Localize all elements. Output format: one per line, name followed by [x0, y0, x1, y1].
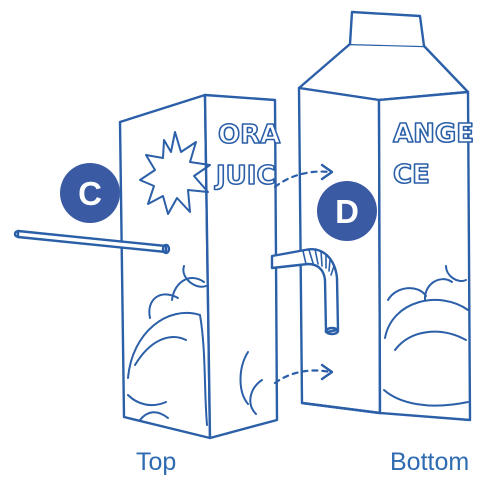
marker-d: D [317, 181, 377, 241]
top-carton-label-line1: ORA [218, 120, 280, 150]
top-carton-front-face [120, 95, 210, 438]
bottom-carton-fin [350, 12, 424, 46]
bottom-carton-label-line1: ANGE [393, 119, 474, 149]
top-carton: ORA JUIC [120, 95, 280, 438]
marker-c-label: C [78, 175, 102, 212]
top-carton-label-line2: JUIC [214, 161, 276, 191]
marker-d-label: D [335, 193, 359, 230]
marker-c: C [60, 163, 120, 223]
bottom-carton-label-line2: CE [393, 160, 430, 190]
caption-bottom: Bottom [390, 448, 469, 477]
caption-top: Top [136, 448, 176, 477]
